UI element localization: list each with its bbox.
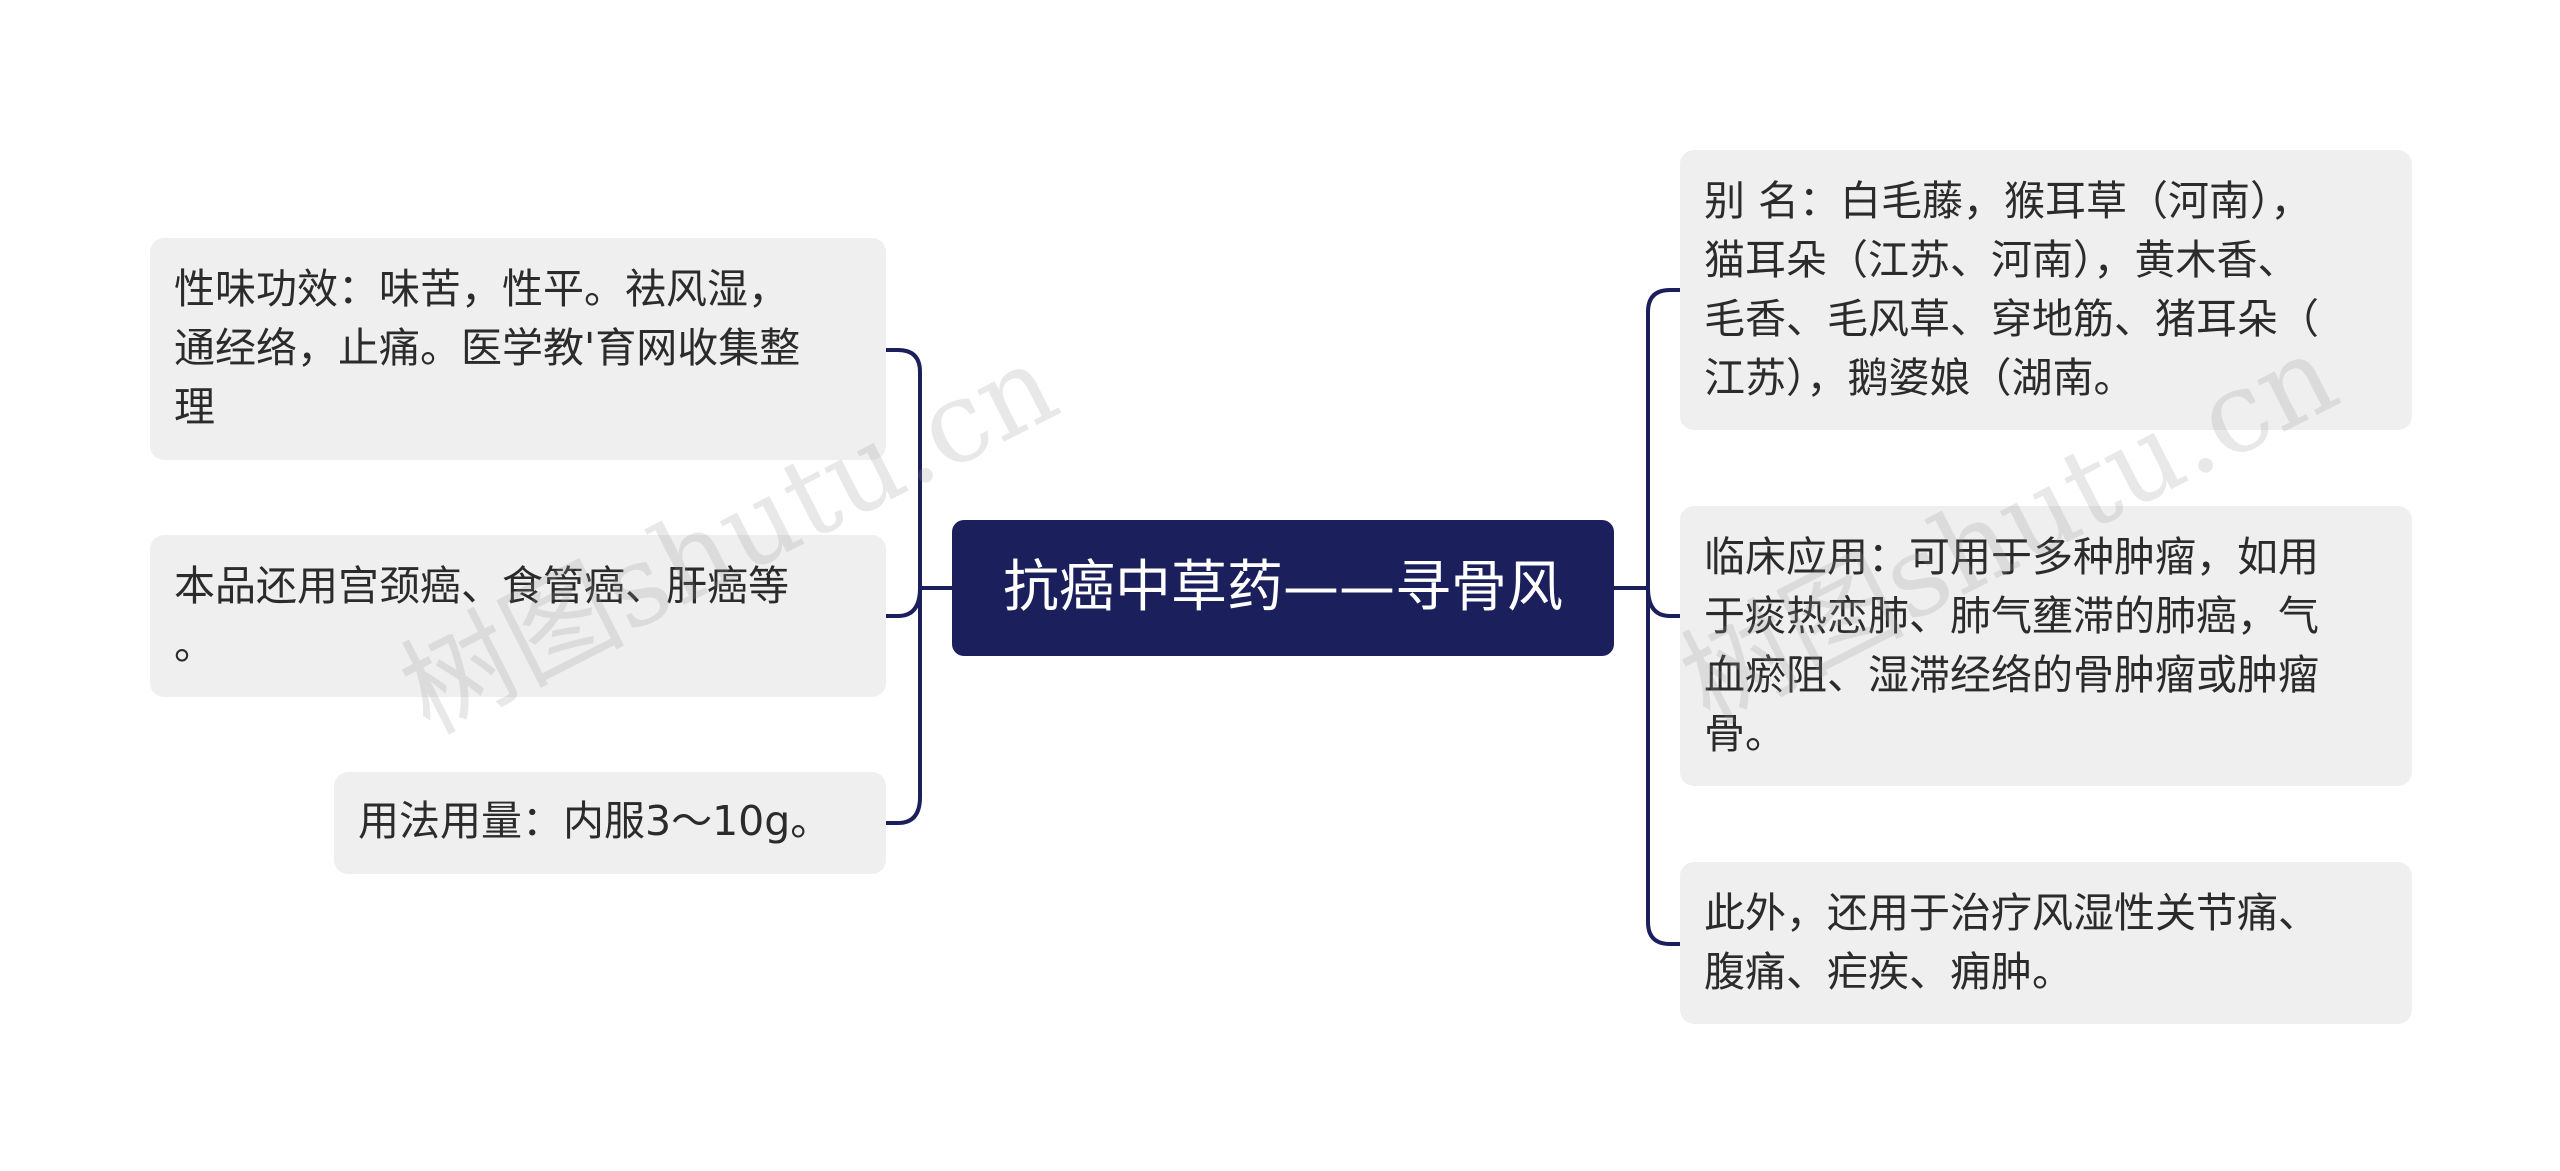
connector-right-branch-1 bbox=[1646, 288, 1680, 313]
left-node-dosage[interactable]: 用法用量：内服3～10g。 bbox=[334, 772, 886, 874]
connector-right-branch-3 bbox=[1646, 921, 1680, 946]
central-topic[interactable]: 抗癌中草药——寻骨风 bbox=[952, 520, 1614, 656]
connector-left-branch-2 bbox=[886, 587, 922, 618]
left-node-properties[interactable]: 性味功效：味苦，性平。祛风湿， 通经络，止痛。医学教'育网收集整 理 bbox=[150, 238, 886, 460]
connector-left-branch-3 bbox=[886, 796, 922, 825]
right-node-other-uses[interactable]: 此外，还用于治疗风湿性关节痛、 腹痛、疟疾、痈肿。 bbox=[1680, 862, 2412, 1024]
left-node-other-cancers[interactable]: 本品还用宫颈癌、食管癌、肝癌等 。 bbox=[150, 535, 886, 697]
right-node-aliases[interactable]: 别 名：白毛藤，猴耳草（河南）， 猫耳朵（江苏、河南），黄木香、 毛香、毛风草、… bbox=[1680, 150, 2412, 430]
right-node-clinical-use[interactable]: 临床应用：可用于多种肿瘤，如用 于痰热恋肺、肺气壅滞的肺癌，气 血瘀阻、湿滞经络… bbox=[1680, 506, 2412, 786]
connector-right-branch-2 bbox=[1646, 587, 1680, 618]
connector-left-branch-1 bbox=[886, 348, 922, 373]
